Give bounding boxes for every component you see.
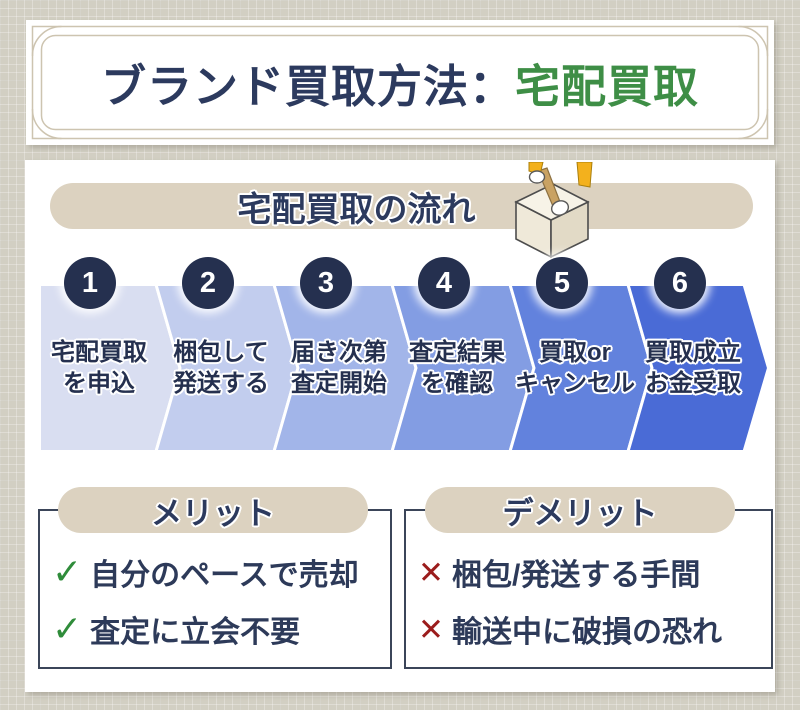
step-number-1: 1 <box>64 257 116 309</box>
main-panel: 宅配買取の流れ 1 2 3 4 5 6 <box>25 160 775 692</box>
step-label-1-line1: 宅配買取 <box>51 339 147 366</box>
step-label-2-line1: 梱包して <box>173 339 269 366</box>
step-number-3: 3 <box>300 257 352 309</box>
merit-heading-pill: メリット <box>58 487 368 533</box>
demerit-item-text: 輸送中に破損の恐れ <box>451 616 722 649</box>
step-number-4: 4 <box>418 257 470 309</box>
step-label-6-line2: お金受取 <box>645 370 741 397</box>
check-icon: ✓ <box>52 551 83 592</box>
step-number-3-text: 3 <box>317 266 335 299</box>
demerit-item-text: 梱包/発送する手間 <box>451 559 701 592</box>
step-label-5: 買取or キャンセル <box>514 283 636 453</box>
merit-item-text: 自分のペースで売却 <box>90 559 359 592</box>
check-icon: ✓ <box>52 608 83 649</box>
step-label-3-line1: 届き次第 <box>291 339 387 366</box>
step-label-5-line2: キャンセル <box>515 370 635 397</box>
merit-item: ✓ 自分のペースで売却 <box>52 550 382 594</box>
demerit-item: ✕ 輸送中に破損の恐れ <box>418 607 763 651</box>
flow-heading: 宅配買取の流れ <box>237 190 476 229</box>
demerit-heading: デメリット <box>502 495 658 531</box>
merit-list: ✓ 自分のペースで売却 ✓ 査定に立会不要 <box>40 511 390 667</box>
step-label-3-line2: 査定開始 <box>291 370 387 397</box>
step-number-2-text: 2 <box>199 266 217 299</box>
merit-item-text: 査定に立会不要 <box>90 616 301 649</box>
step-number-6: 6 <box>654 257 706 309</box>
step-label-6-line1: 買取成立 <box>645 339 741 366</box>
flow-chevron-band <box>38 283 770 453</box>
step-label-4-line1: 査定結果 <box>409 339 505 366</box>
step-label-1-line2: を申込 <box>63 370 135 397</box>
title-banner: ブランド買取方法：宅配買取 <box>26 20 774 145</box>
demerit-item: ✕ 梱包/発送する手間 <box>418 550 763 594</box>
cross-icon: ✕ <box>418 611 444 647</box>
step-label-5-line1: 買取or <box>539 339 611 366</box>
step-label-2: 梱包して 発送する <box>160 283 282 453</box>
step-number-2: 2 <box>182 257 234 309</box>
packing-box-with-hands-icon <box>514 162 593 259</box>
page-title-prefix: ブランド買取方法： <box>100 61 515 112</box>
page-title: ブランド買取方法：宅配買取 <box>26 20 774 145</box>
flow-heading-pill: 宅配買取の流れ <box>50 183 753 229</box>
demerit-list: ✕ 梱包/発送する手間 ✕ 輸送中に破損の恐れ <box>406 511 771 667</box>
step-number-5-text: 5 <box>553 266 571 299</box>
merit-heading: メリット <box>151 495 275 531</box>
step-number-5: 5 <box>536 257 588 309</box>
step-number-1-text: 1 <box>81 266 99 299</box>
cross-icon: ✕ <box>418 554 444 590</box>
chevron-step-6 <box>626 283 770 453</box>
step-label-4: 査定結果 を確認 <box>396 283 518 453</box>
merit-box: ✓ 自分のペースで売却 ✓ 査定に立会不要 <box>38 509 392 669</box>
step-label-3: 届き次第 査定開始 <box>278 283 400 453</box>
step-label-2-line2: 発送する <box>173 370 269 397</box>
decorative-frame <box>31 25 769 140</box>
merit-item: ✓ 査定に立会不要 <box>52 607 382 651</box>
step-label-6: 買取成立 お金受取 <box>632 283 754 453</box>
step-label-1: 宅配買取 を申込 <box>38 283 160 453</box>
step-number-4-text: 4 <box>435 266 453 299</box>
step-label-4-line2: を確認 <box>421 370 493 397</box>
step-number-6-text: 6 <box>671 266 689 299</box>
demerit-box: ✕ 梱包/発送する手間 ✕ 輸送中に破損の恐れ <box>404 509 773 669</box>
page-title-highlight: 宅配買取 <box>515 61 700 112</box>
demerit-heading-pill: デメリット <box>425 487 735 533</box>
